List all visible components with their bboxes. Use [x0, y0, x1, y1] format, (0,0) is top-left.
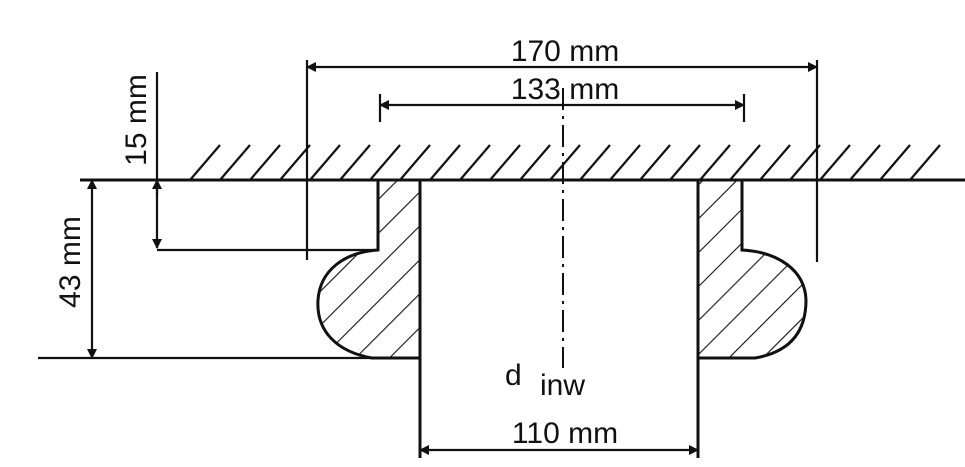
seal-section-left	[316, 178, 422, 360]
dimension-110: 110 mm	[419, 417, 699, 455]
bore-symbol-main: d	[505, 359, 522, 392]
dimension-43-label: 43 mm	[54, 216, 87, 308]
bore-symbol: d inw	[505, 359, 585, 402]
dimension-133-label: 133 mm	[511, 73, 619, 106]
surface-hatching	[189, 144, 941, 181]
dimension-110-label: 110 mm	[512, 417, 618, 450]
dimension-133: 133 mm	[378, 73, 746, 122]
mounting-surface	[80, 144, 965, 182]
dimension-15-label: 15 mm	[120, 74, 153, 166]
seal-section-right	[696, 178, 808, 360]
bore-symbol-subscript: inw	[540, 369, 585, 402]
dimension-170-label: 170 mm	[511, 35, 619, 68]
dimension-170: 170 mm	[305, 35, 819, 262]
dimension-43: 43 mm	[54, 179, 97, 359]
dimension-15: 15 mm	[120, 72, 378, 252]
